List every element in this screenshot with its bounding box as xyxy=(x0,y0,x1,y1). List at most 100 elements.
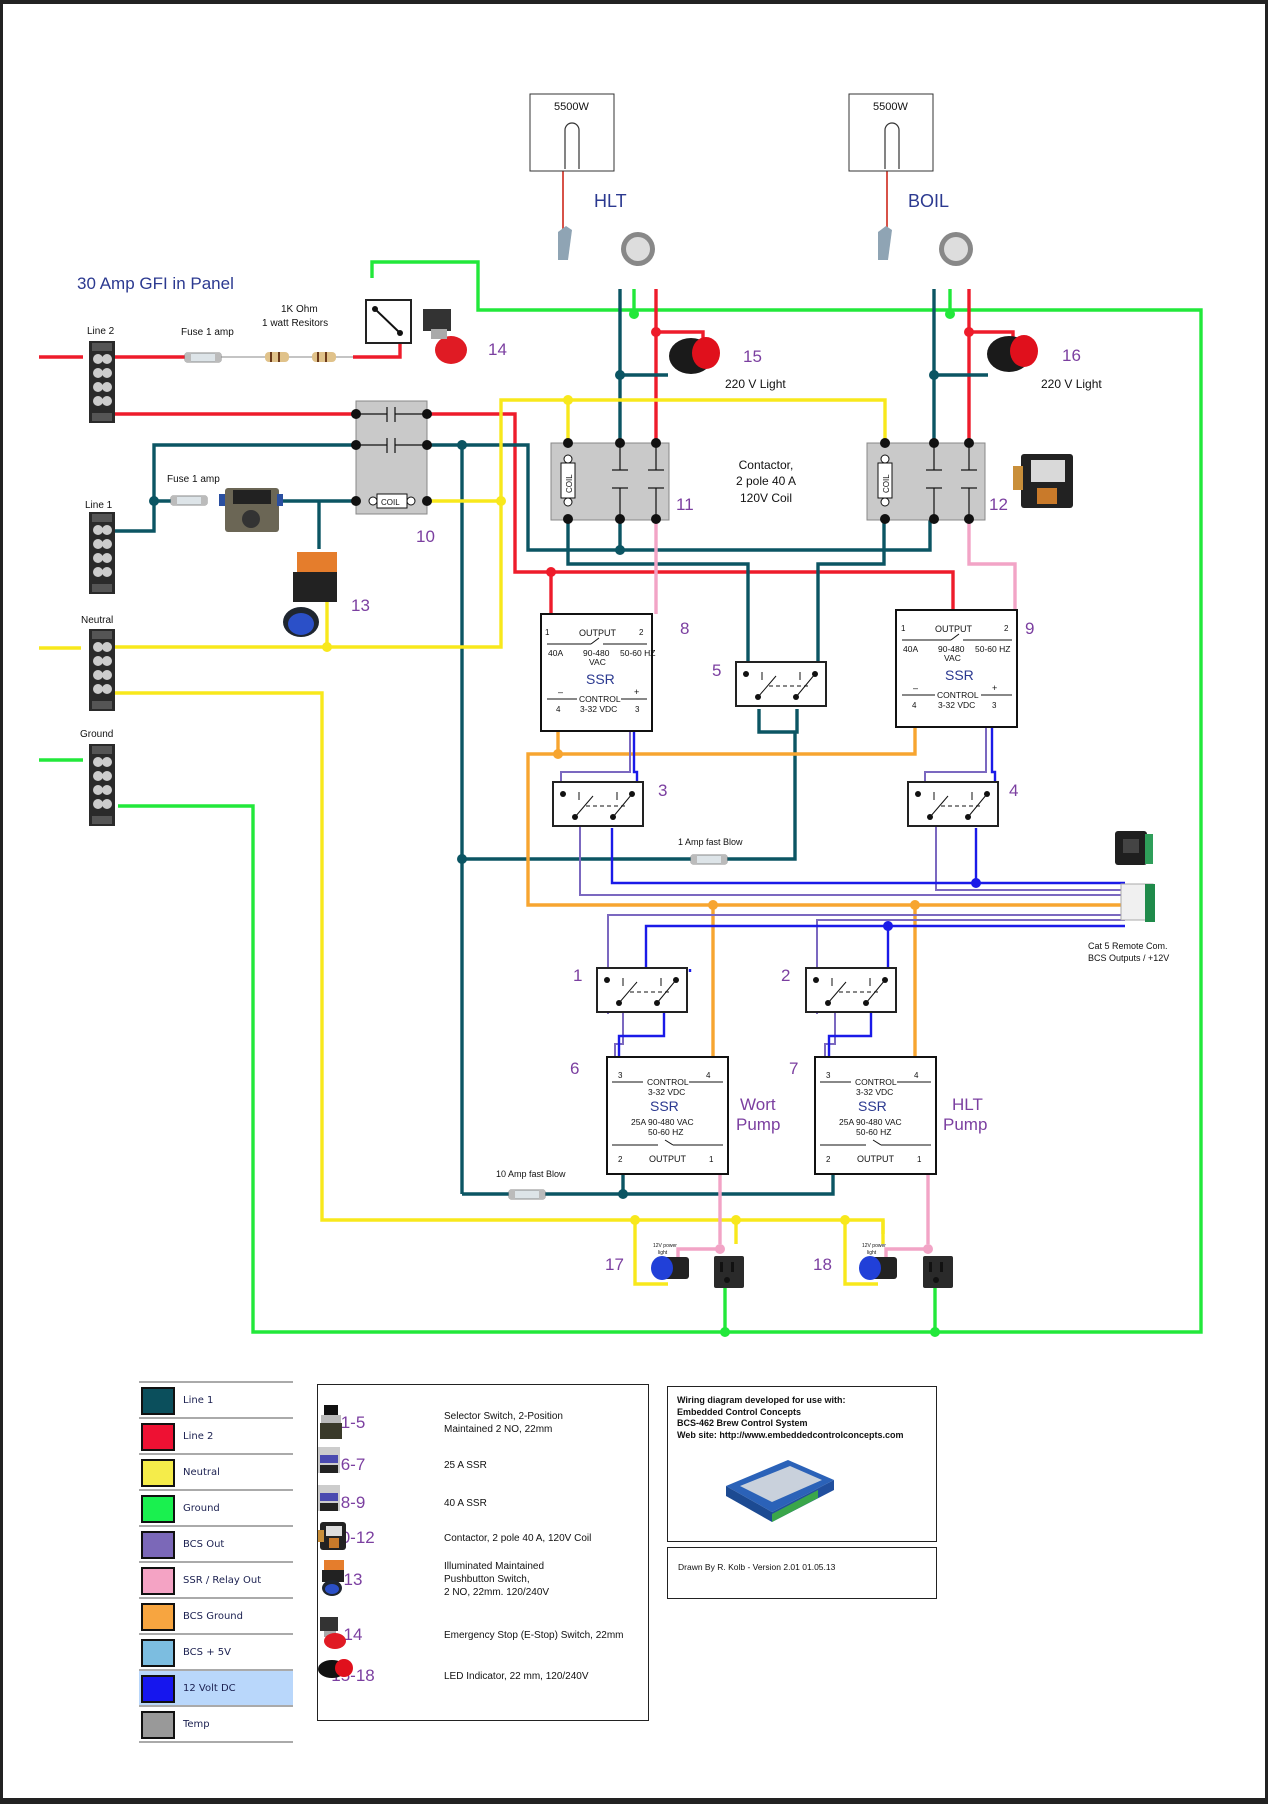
legend-label: BCS + 5V xyxy=(183,1647,231,1658)
ssr-rating: 25A 90-480 VAC xyxy=(631,1117,694,1127)
legend-swatch xyxy=(141,1638,175,1667)
ssr-output-label: OUTPUT xyxy=(649,1154,687,1164)
part-description-line: Illuminated Maintained xyxy=(444,1561,545,1572)
cat5-label-2: BCS Outputs / +12V xyxy=(1088,953,1169,963)
part-number: 1-5 xyxy=(340,1413,366,1432)
contactor-10: COIL xyxy=(351,400,432,515)
legend-item: BCS Out xyxy=(139,1525,293,1561)
ssr-vdc-label: 3-32 VDC xyxy=(856,1087,893,1097)
legend-label: BCS Ground xyxy=(183,1611,243,1622)
part-description: Emergency Stop (E-Stop) Switch, 22mm xyxy=(444,1629,624,1642)
legend-swatch xyxy=(141,1602,175,1631)
fuse-icon xyxy=(184,352,222,363)
legend-item: Ground xyxy=(139,1489,293,1525)
pushbutton-icon xyxy=(322,1560,430,1598)
legend-label: Line 2 xyxy=(183,1431,214,1442)
legend-label: Neutral xyxy=(183,1467,220,1478)
plug-icon xyxy=(878,226,892,260)
pump-light-17: 12V power light xyxy=(651,1243,689,1280)
ssr-rating: 40A xyxy=(548,648,563,658)
ssr-pin: 3 xyxy=(635,705,640,714)
ssr-pin: 1 xyxy=(709,1155,714,1164)
neutral-wires xyxy=(39,398,887,1286)
selector-switch-4 xyxy=(907,781,999,827)
pump-outlet-18 xyxy=(923,1256,953,1288)
ssr-pin: 1 xyxy=(545,628,550,637)
info-line: Embedded Control Concepts xyxy=(677,1406,802,1417)
ssr-vac: 90-480 xyxy=(583,648,610,658)
component-number-11: 11 xyxy=(676,495,694,514)
ssr-icon xyxy=(318,1447,430,1483)
ssr-minus: – xyxy=(913,683,918,693)
estop-icon xyxy=(320,1617,430,1653)
component-number-2: 2 xyxy=(781,966,790,985)
legend-swatch xyxy=(141,1530,175,1559)
part-description-line: 2 NO, 22mm. 120/240V xyxy=(444,1587,550,1598)
ssr-plus: + xyxy=(992,683,997,693)
ssr-vdc-label: 3-32 VDC xyxy=(938,700,975,710)
fuse-icon xyxy=(508,1189,546,1200)
ssr-icon xyxy=(318,1485,430,1521)
terminal-block-line2: Line 2 xyxy=(87,326,115,423)
pump-outlet-17 xyxy=(714,1256,744,1288)
ssr-hz: 50-60 HZ xyxy=(648,1127,683,1137)
legend-item: Line 1 xyxy=(139,1381,293,1417)
fuse-label-line1: Fuse 1 amp xyxy=(167,474,220,485)
fuse-10amp-label: 10 Amp fast Blow xyxy=(496,1169,566,1179)
ssr-minus: – xyxy=(558,687,563,697)
ssr-rating: 40A xyxy=(903,644,918,654)
ssr-plus: + xyxy=(634,687,639,697)
legend-item: BCS + 5V xyxy=(139,1633,293,1669)
ssr-8-40a: 1 2 OUTPUT 40A 90-480 VAC 50-60 HZ SSR –… xyxy=(540,613,655,732)
info-box: Wiring diagram developed for use with: E… xyxy=(667,1386,937,1542)
legend-item: Neutral xyxy=(139,1453,293,1489)
cat5-jack-icon xyxy=(1115,831,1153,865)
terminal-block-line1: Line 1 xyxy=(85,500,115,594)
part-description: LED Indicator, 22 mm, 120/240V xyxy=(444,1670,589,1683)
legend-swatch xyxy=(141,1710,175,1739)
part-description-line: Pushbutton Switch, xyxy=(444,1574,530,1585)
ssr-output-label: OUTPUT xyxy=(579,628,617,638)
component-number-12: 12 xyxy=(989,495,1008,514)
ssr-pin: 4 xyxy=(914,1071,919,1080)
ssr-pin: 4 xyxy=(912,701,917,710)
credit-box: Drawn By R. Kolb - Version 2.01 01.05.13 xyxy=(667,1547,937,1599)
part-description: Contactor, 2 pole 40 A, 120V Coil xyxy=(444,1532,591,1545)
part-description-line: Contactor, 2 pole 40 A, 120V Coil xyxy=(444,1532,592,1544)
pump-light-18: 12V power light xyxy=(859,1243,897,1280)
power-light-label-2: light xyxy=(658,1250,668,1256)
ssr-pin: 3 xyxy=(618,1071,623,1080)
boil-heater-element: 5500W BOIL xyxy=(848,93,973,266)
boil-label: BOIL xyxy=(908,191,949,211)
cat5-label-1: Cat 5 Remote Com. xyxy=(1088,941,1168,951)
selector-switch-3 xyxy=(552,781,644,827)
ssr-hz: 50-60 HZ xyxy=(620,648,655,658)
ssr-name: SSR xyxy=(586,671,615,687)
bcs-controller-icon xyxy=(726,1460,834,1522)
resistor-label: 1K Ohm xyxy=(281,304,318,315)
contactor-label-2: 2 pole 40 A xyxy=(736,474,796,488)
legend-item: Temp xyxy=(139,1705,293,1743)
ssr-name: SSR xyxy=(650,1098,679,1114)
fuse-icon xyxy=(690,854,728,865)
terminal-block-ground: Ground xyxy=(80,729,115,826)
ssr-vac-2: VAC xyxy=(589,657,606,667)
hlt-heater-rating: 5500W xyxy=(554,101,589,113)
component-number-13: 13 xyxy=(351,596,370,615)
pushbutton-contact-block-icon xyxy=(219,488,283,532)
legend-swatch xyxy=(141,1422,175,1451)
terminal-label-line2: Line 2 xyxy=(87,326,115,337)
ssr-rating: 25A 90-480 VAC xyxy=(839,1117,902,1127)
power-light-label: 12V power xyxy=(653,1243,677,1249)
wort-pump-label-1: Wort xyxy=(740,1095,776,1114)
legend-swatch xyxy=(141,1494,175,1523)
ssr-vac: 90-480 xyxy=(938,644,965,654)
info-line: BCS-462 Brew Control System xyxy=(677,1418,808,1428)
